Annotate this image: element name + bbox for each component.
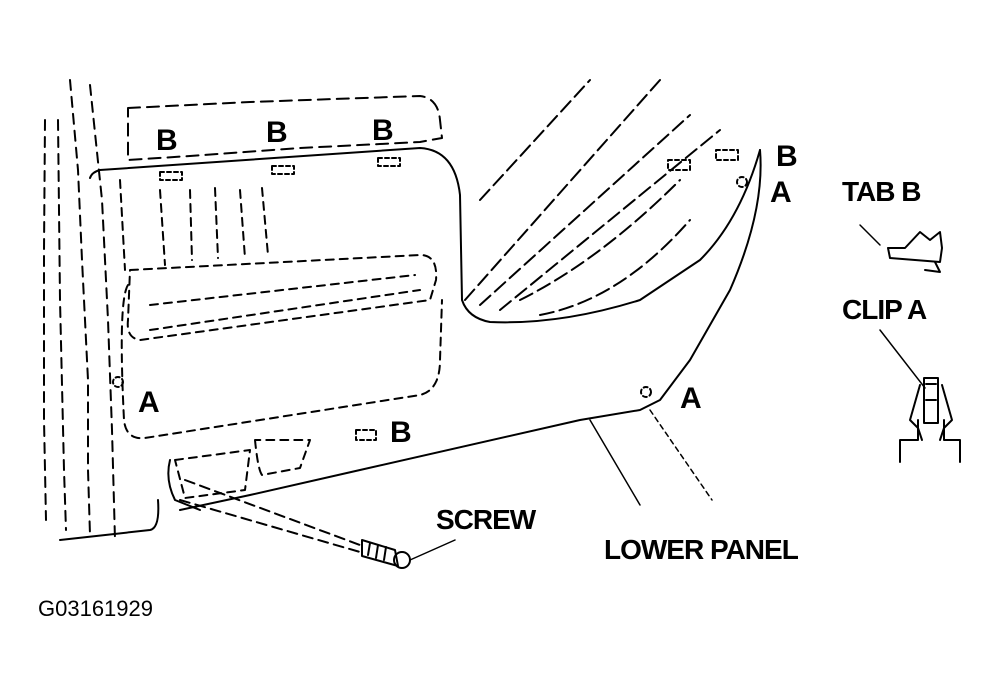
panel-outline bbox=[89, 147, 761, 324]
figure-id: G03161929 bbox=[38, 596, 153, 621]
label-b-mid: B bbox=[390, 416, 412, 449]
label-b-top-3: B bbox=[372, 114, 394, 147]
leader-lines bbox=[409, 224, 926, 561]
upper-trim bbox=[127, 95, 443, 161]
inner-recesses bbox=[119, 179, 443, 499]
label-lower-panel: LOWER PANEL bbox=[604, 534, 799, 565]
window-lines bbox=[464, 79, 721, 316]
door-frame-lines bbox=[43, 79, 116, 541]
label-clip-a: CLIP A bbox=[842, 294, 927, 325]
label-b-right: B bbox=[776, 140, 798, 173]
label-tab-b: TAB B bbox=[842, 176, 921, 207]
label-b-top-2: B bbox=[266, 116, 288, 149]
label-a-right: A bbox=[770, 176, 792, 209]
label-screw: SCREW bbox=[436, 504, 536, 535]
clip-marks bbox=[112, 149, 748, 441]
clip-a-detail bbox=[899, 377, 961, 463]
tab-b-detail bbox=[887, 231, 943, 273]
screw bbox=[179, 479, 411, 569]
armrest-lines bbox=[59, 459, 201, 541]
label-a-mid: A bbox=[680, 382, 702, 415]
panel-lower-outline bbox=[179, 149, 762, 511]
label-b-top-1: B bbox=[156, 124, 178, 157]
label-a-left: A bbox=[138, 386, 160, 419]
